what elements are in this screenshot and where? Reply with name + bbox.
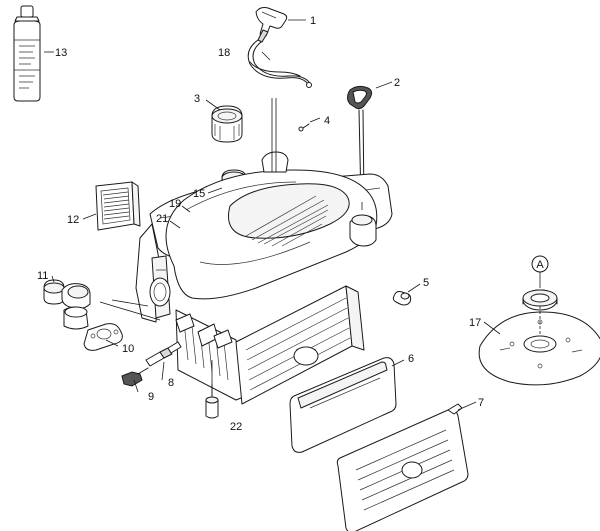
- callout-19: 19: [169, 198, 181, 210]
- muffler-part: [289, 357, 397, 453]
- heat-shield-part: [336, 403, 469, 531]
- plug-boot-part: [121, 367, 149, 387]
- oil-bottle-part: [13, 5, 41, 102]
- spark-plug-part: [145, 341, 182, 367]
- callout-2: 2: [394, 77, 400, 89]
- bushing-part: [392, 291, 412, 306]
- callout-11: 11: [37, 270, 48, 282]
- spacer-part: [205, 383, 219, 419]
- air-filter-part: [95, 181, 141, 231]
- base-plate-part: [478, 311, 600, 386]
- callout-10: 10: [122, 343, 134, 355]
- callout-3: 3: [194, 93, 200, 105]
- detail-a-label: A: [536, 259, 544, 271]
- callout-22: 22: [230, 421, 242, 433]
- callout-12: 12: [67, 214, 79, 226]
- oil-seal-part: [522, 289, 558, 311]
- callout-5: 5: [423, 277, 429, 289]
- callout-18: 18: [218, 47, 230, 59]
- dipstick-handle-part: [255, 7, 288, 43]
- engine-body: [135, 151, 393, 405]
- callout-8: 8: [168, 377, 174, 389]
- carb-adaptor-part: [43, 279, 91, 330]
- callout-9: 9: [148, 391, 154, 403]
- callout-7: 7: [478, 397, 484, 409]
- callout-15: 15: [193, 188, 205, 200]
- callout-1: 1: [310, 15, 316, 27]
- cable-part: [247, 39, 312, 88]
- callout-21: 21: [156, 213, 168, 225]
- callout-labels: 13 1 18 2 3 4 15 19 12 21 11 5 10 6 8 9 …: [37, 15, 484, 433]
- callout-6: 6: [408, 353, 414, 365]
- dipstick-part: [347, 85, 373, 203]
- leader-lines: [44, 19, 541, 411]
- pin-part: [298, 123, 310, 132]
- callout-17: 17: [469, 317, 481, 329]
- callout-4: 4: [324, 115, 330, 127]
- gasket-part: [83, 323, 123, 351]
- filler-cap-part: [211, 105, 243, 143]
- detail-a-marker: A: [531, 255, 549, 273]
- callout-13: 13: [55, 47, 67, 59]
